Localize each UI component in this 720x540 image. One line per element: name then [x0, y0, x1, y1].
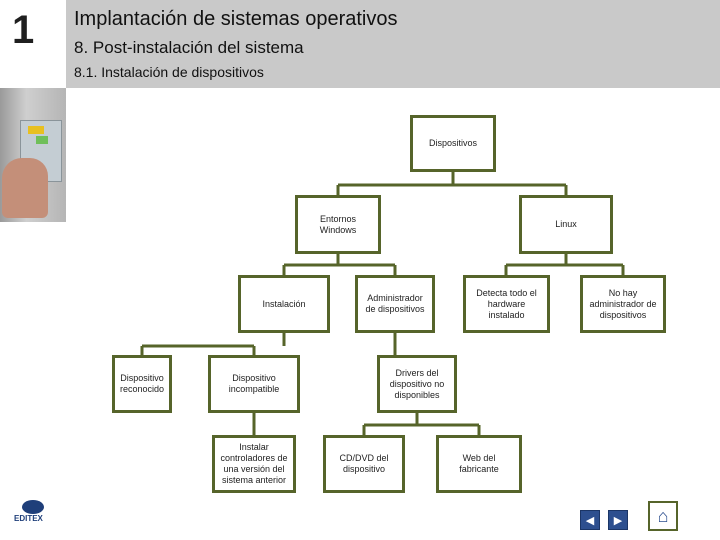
node-administrador: Administrador de dispositivos — [355, 275, 435, 333]
node-drivers-no-disponibles: Drivers del dispositivo no disponibles — [377, 355, 457, 413]
node-instalar-controladores: Instalar controladores de una versión de… — [212, 435, 296, 493]
node-dispositivo-reconocido: Dispositivo reconocido — [112, 355, 172, 413]
node-web-fabricante: Web del fabricante — [436, 435, 522, 493]
node-instalacion: Instalación — [238, 275, 330, 333]
next-arrow-icon[interactable]: ▶ — [608, 510, 628, 530]
node-detecta-hardware: Detecta todo el hardware instalado — [463, 275, 550, 333]
node-entornos-windows: Entornos Windows — [295, 195, 381, 254]
node-dispositivo-incompatible: Dispositivo incompatible — [208, 355, 300, 413]
home-icon[interactable]: ⌂ — [648, 501, 678, 531]
logo-mark — [22, 500, 44, 514]
node-cd-dvd: CD/DVD del dispositivo — [323, 435, 405, 493]
prev-arrow-icon[interactable]: ◀ — [580, 510, 600, 530]
node-dispositivos: Dispositivos — [410, 115, 496, 172]
node-no-hay-administrador: No hay administrador de dispositivos — [580, 275, 666, 333]
node-linux: Linux — [519, 195, 613, 254]
editex-logo: EDITEX — [10, 500, 54, 534]
logo-text: EDITEX — [14, 514, 43, 523]
